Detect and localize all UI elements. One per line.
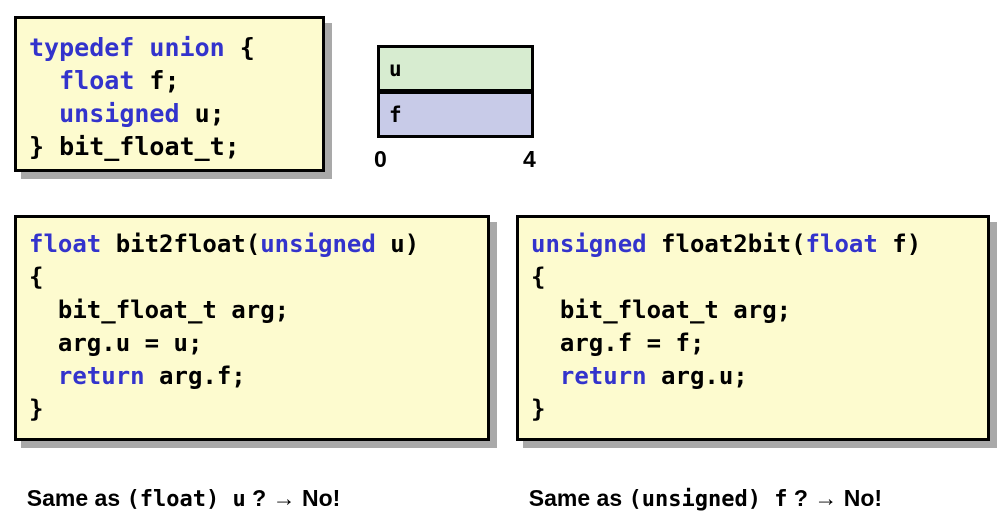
code-text: [29, 99, 59, 128]
code-line: float f;: [29, 64, 322, 97]
memory-offset-label-4: 4: [523, 146, 536, 172]
code-line: bit_float_t arg;: [29, 294, 487, 327]
code-line: } bit_float_t;: [29, 130, 322, 163]
code-keyword: float: [805, 230, 878, 258]
code-text: arg.f = f;: [531, 329, 705, 357]
typedef-union-code-box: typedef union { float f; unsigned u;} bi…: [14, 16, 325, 172]
code-text: u;: [179, 99, 225, 128]
code-line: unsigned float2bit(float f): [531, 228, 987, 261]
code-text: f;: [134, 66, 180, 95]
code-text: arg.u = u;: [29, 329, 203, 357]
code-keyword: unsigned: [260, 230, 376, 258]
caption-left-prefix: Same as: [26, 485, 127, 511]
code-line: typedef union {: [29, 31, 322, 64]
code-line: float bit2float(unsigned u): [29, 228, 487, 261]
code-text: arg.f;: [144, 362, 246, 390]
code-text: }: [29, 395, 44, 423]
memory-offset-label-0: 0: [374, 146, 387, 172]
code-text: {: [239, 33, 255, 62]
code-line: {: [29, 261, 487, 294]
union-memory-diagram: u f: [377, 45, 534, 139]
code-line: arg.u = u;: [29, 327, 487, 360]
code-text: u): [375, 230, 420, 258]
code-line: unsigned u;: [29, 97, 322, 130]
float2bit-code-box: unsigned float2bit(float f){ bit_float_t…: [516, 215, 990, 441]
caption-right-code: (unsigned) f: [628, 487, 788, 512]
code-text: [531, 362, 560, 390]
caption-right-suffix: ? → No!: [787, 485, 883, 511]
code-line: }: [531, 393, 987, 426]
code-text: [29, 66, 59, 95]
code-text: float2bit(: [646, 230, 806, 258]
code-line: }: [29, 393, 487, 426]
code-keyword: unsigned: [59, 99, 180, 128]
code-text: bit2float(: [101, 230, 261, 258]
code-keyword: typedef union: [29, 33, 240, 62]
code-text: bit_float_t arg;: [531, 296, 792, 324]
code-keyword: unsigned: [531, 230, 647, 258]
code-line: return arg.u;: [531, 360, 987, 393]
code-line: return arg.f;: [29, 360, 487, 393]
code-text: {: [531, 263, 546, 291]
caption-right-prefix: Same as: [528, 485, 629, 511]
code-keyword: return: [57, 362, 145, 390]
code-keyword: return: [559, 362, 647, 390]
code-text: {: [29, 263, 44, 291]
code-keyword: float: [29, 230, 102, 258]
caption-left-code: (float) u: [126, 487, 246, 512]
code-text: [29, 362, 58, 390]
code-line: bit_float_t arg;: [531, 294, 987, 327]
code-text: f): [877, 230, 922, 258]
code-line: arg.f = f;: [531, 327, 987, 360]
code-text: arg.u;: [646, 362, 748, 390]
code-line: {: [531, 261, 987, 294]
code-text: }: [531, 395, 546, 423]
caption-float2bit: Same as (unsigned) f ? → No!: [516, 458, 882, 512]
bit2float-code-box: float bit2float(unsigned u){ bit_float_t…: [14, 215, 490, 441]
code-keyword: float: [59, 66, 135, 95]
code-text: } bit_float_t;: [29, 132, 240, 161]
caption-bit2float: Same as (float) u ? → No!: [14, 458, 341, 512]
caption-left-suffix: ? → No!: [245, 485, 341, 511]
code-text: bit_float_t arg;: [29, 296, 290, 324]
memory-cell-f: f: [377, 91, 534, 138]
memory-cell-u: u: [377, 45, 534, 92]
